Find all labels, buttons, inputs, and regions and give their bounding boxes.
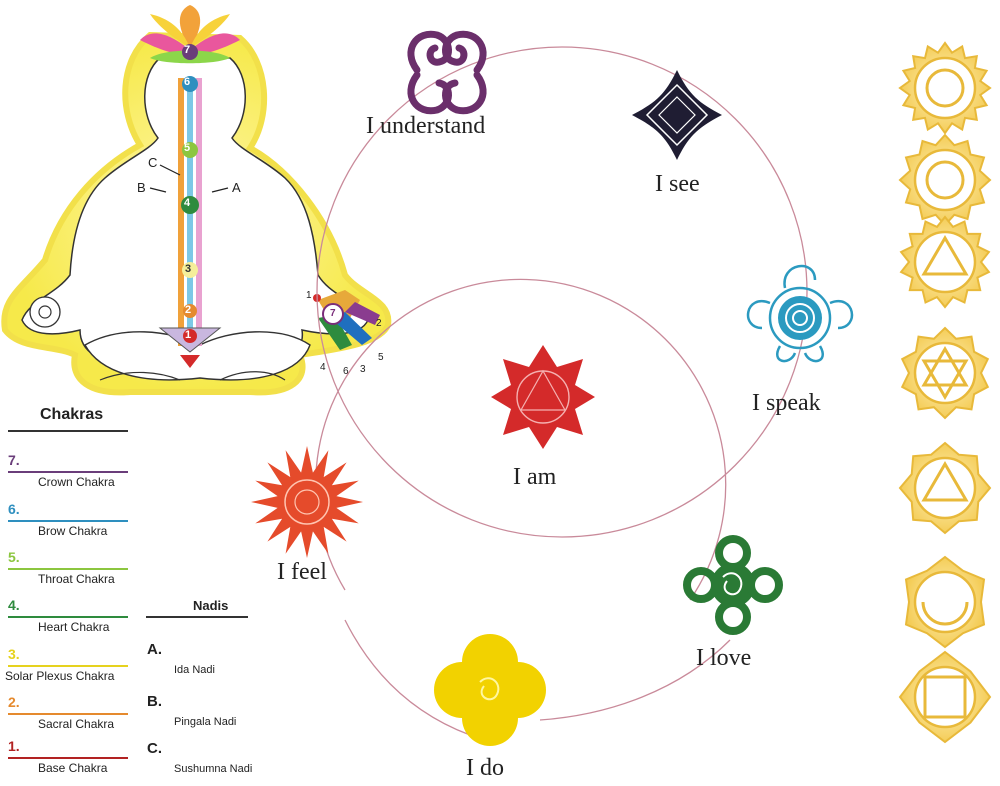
solar-plexus-chakra-symbol (434, 634, 546, 746)
golden-chakra-column (898, 41, 992, 744)
label-i-see: I see (655, 171, 700, 197)
chakra-legend-number: 2. (8, 694, 20, 710)
chakra-legend-rule (8, 713, 128, 715)
channel-label-a: A (232, 180, 241, 195)
chakras-legend-title: Chakras (40, 406, 104, 423)
chakra-legend-rule (8, 520, 128, 522)
hand-number-5: 5 (378, 352, 384, 363)
nadi-letter-b: B. (147, 693, 162, 710)
hand-number-6: 6 (343, 366, 349, 377)
spine-number-4: 4 (184, 197, 191, 209)
label-i-love: I love (696, 645, 752, 671)
chakra-legend-name: Throat Chakra (38, 572, 115, 586)
sacral-star (251, 446, 363, 558)
heart-chakra-symbol (683, 535, 783, 635)
chakra-legend-rule (8, 665, 128, 667)
chakra-legend-name: Crown Chakra (38, 475, 115, 489)
lower-cycle-arc (315, 278, 727, 601)
pingala-channel (178, 78, 184, 346)
crown-chakra-symbol (407, 30, 487, 115)
chakra-legend-number: 4. (8, 597, 20, 613)
hand-number-3: 3 (360, 364, 366, 375)
gold-heart-emblem (900, 326, 990, 420)
chakra-legend-number: 1. (8, 738, 20, 754)
spine-number-5: 5 (184, 142, 191, 154)
sacral-chakra-symbol (251, 446, 363, 558)
spine-number-7: 7 (184, 44, 191, 56)
label-i-speak: I speak (752, 390, 821, 416)
hand-number-7: 7 (330, 308, 336, 319)
nadi-letter-c: C. (147, 740, 162, 757)
chakra-legend-rule (8, 757, 128, 759)
gold-third-eye-emblem (898, 133, 992, 227)
nadi-name-c: Sushumna Nadi (174, 763, 253, 775)
nadi-letter-a: A. (147, 641, 162, 658)
spine-number-1: 1 (185, 329, 192, 341)
chakra-legend-name: Sacral Chakra (38, 717, 115, 731)
hand-number-1: 1 (306, 290, 312, 301)
channel-label-b: B (137, 180, 146, 195)
label-i-do: I do (466, 755, 504, 781)
gold-root-emblem (898, 650, 992, 744)
spine-chakras (180, 44, 200, 368)
meditating-figure (1, 5, 392, 396)
gold-throat-emblem (899, 215, 991, 309)
root-chakra-symbol (491, 345, 595, 449)
label-i-am: I am (513, 464, 557, 490)
third-eye-chakra-symbol (632, 70, 722, 160)
gold-crown-emblem (898, 41, 992, 135)
chakra-legend-rule (8, 616, 128, 618)
label-i-understand: I understand (366, 113, 486, 139)
nadi-name-b: Pingala Nadi (174, 716, 237, 728)
throat-chakra-symbol (746, 264, 854, 363)
spine-number-2: 2 (185, 304, 192, 316)
chakra-legend-name: Base Chakra (38, 761, 108, 775)
spine-number-3: 3 (185, 263, 192, 275)
right-hand (313, 290, 380, 350)
chakra-legend-number: 7. (8, 452, 20, 468)
chakra-legend-number: 3. (8, 646, 20, 662)
chakra-legend-name: Heart Chakra (38, 620, 110, 634)
nadi-name-a: Ida Nadi (174, 664, 215, 676)
chakras-legend-rule (8, 430, 128, 432)
spine-number-6: 6 (184, 76, 191, 88)
crown-lotus (140, 5, 240, 64)
nadis-legend-title: Nadis (193, 598, 229, 613)
upper-cycle-circle (316, 46, 808, 538)
nadis-legend-rule (146, 616, 248, 618)
chakra-legend-name: Solar Plexus Chakra (5, 669, 115, 683)
gold-sacral-emblem (904, 555, 986, 649)
chakra-legend-name: Brow Chakra (38, 524, 108, 538)
channel-label-c: C (148, 155, 158, 170)
gold-solar-plexus-emblem (898, 441, 992, 535)
chakra-legend-rule (8, 568, 128, 570)
label-i-feel: I feel (277, 559, 327, 585)
ida-channel (196, 78, 202, 346)
chakra-legend-number: 6. (8, 501, 20, 517)
hand-number-4: 4 (320, 362, 326, 373)
chakra-legend-number: 5. (8, 549, 20, 565)
chakra-legend-rule (8, 471, 128, 473)
hand-number-2: 2 (376, 318, 382, 329)
